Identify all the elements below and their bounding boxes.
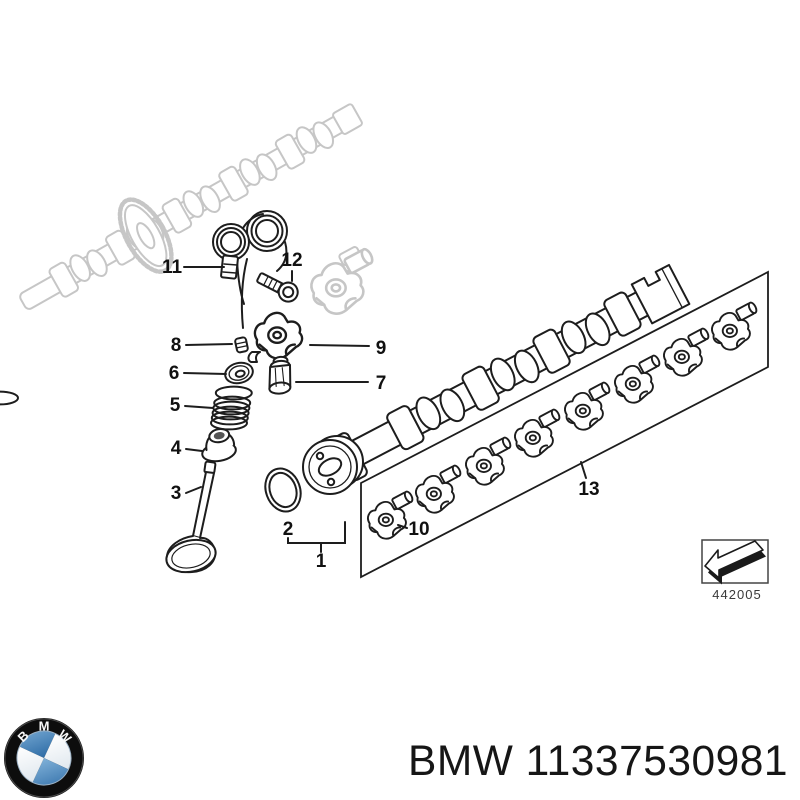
callout-3: 3 xyxy=(171,483,182,504)
rocker-arm-unit xyxy=(466,436,512,484)
leader-10 xyxy=(397,524,408,529)
rocker-arm-detail xyxy=(253,311,304,360)
rocker-arm-unit xyxy=(615,354,661,402)
keeper-cotter xyxy=(247,351,261,363)
valve-spring xyxy=(0,385,253,431)
leader-6 xyxy=(183,372,227,375)
torsion-spring xyxy=(212,210,288,329)
leader-3 xyxy=(185,486,202,494)
callout-6: 6 xyxy=(169,363,180,384)
stamp-box: 442005 xyxy=(701,539,769,602)
callout-10: 10 xyxy=(408,519,429,540)
rocker-arm-unit xyxy=(664,327,710,375)
callout-1: 1 xyxy=(316,551,327,572)
rocker-arm-unit xyxy=(565,381,611,429)
callout-2: 2 xyxy=(283,519,294,540)
faded-rocker-assembly xyxy=(311,246,374,314)
hydraulic-lifter xyxy=(268,355,292,395)
mounting-bolt xyxy=(256,272,299,303)
rocker-arm-row-box xyxy=(360,270,769,579)
valve-keeper-clip xyxy=(234,336,261,363)
valve-stem-seal xyxy=(201,427,237,463)
bmw-logo: B M W xyxy=(4,718,84,798)
camshaft-front-flange xyxy=(302,435,364,495)
camshaft-end-flag xyxy=(630,263,691,325)
parts-diagram: 442005 1 2 3 4 5 6 7 8 9 xyxy=(0,103,769,602)
callout-7: 7 xyxy=(376,373,387,394)
callouts: 1 2 3 4 5 6 7 8 9 10 11 12 13 xyxy=(162,250,600,572)
faded-camshaft xyxy=(19,103,363,310)
callout-9: 9 xyxy=(376,338,387,359)
rocker-arm-unit xyxy=(368,490,414,538)
rocker-arm-unit xyxy=(712,301,758,349)
spring-seat-washer xyxy=(224,361,254,385)
direction-arrow-icon xyxy=(704,540,766,585)
callout-11: 11 xyxy=(162,257,183,278)
seal-ring xyxy=(264,467,302,513)
callout-4: 4 xyxy=(171,438,182,459)
bmw-logo-quadrants xyxy=(16,730,72,786)
part-number-text: BMW 11337530981 xyxy=(408,738,789,785)
bmw-letter-m: M xyxy=(39,719,50,734)
callout-5: 5 xyxy=(170,395,181,416)
callout-8: 8 xyxy=(171,335,182,356)
main-camshaft xyxy=(302,263,691,495)
callout-12: 12 xyxy=(281,250,302,271)
leader-13 xyxy=(580,461,587,479)
faded-timing-gear xyxy=(117,197,174,274)
leader-lines xyxy=(183,266,587,553)
rocker-arm-unit xyxy=(515,408,561,456)
leader-9 xyxy=(309,344,370,347)
leader-5 xyxy=(184,405,214,409)
leader-4 xyxy=(185,448,203,452)
leader-8 xyxy=(185,343,233,346)
stamp-code-text: 442005 xyxy=(712,587,761,602)
rocker-arm-unit xyxy=(416,464,462,512)
leader-bracket-1-2 xyxy=(287,521,346,553)
intake-valve xyxy=(165,460,217,574)
callout-13: 13 xyxy=(578,479,599,500)
